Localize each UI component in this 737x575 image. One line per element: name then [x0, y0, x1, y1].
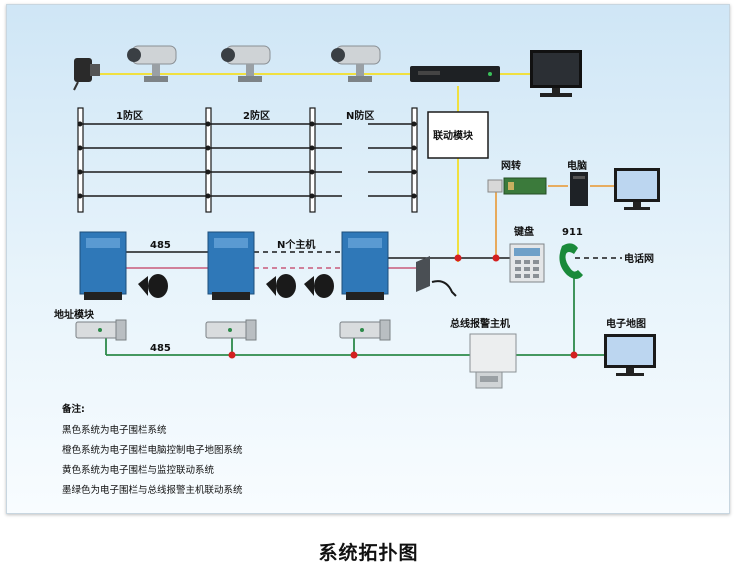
gateway-icon	[487, 177, 547, 195]
siren-1-icon	[138, 274, 168, 298]
camera-3-icon	[331, 45, 381, 82]
fence-dots	[77, 121, 417, 199]
emap-label: 电子地图	[606, 317, 646, 330]
note-line-4: 墨绿色为电子围栏与总线报警主机联动系统	[62, 484, 243, 496]
phone-network-label: 电话网	[624, 252, 654, 265]
phone-icon	[559, 243, 583, 279]
bus-485-bottom-label: 485	[150, 343, 171, 354]
address-module-label: 地址模块	[54, 308, 95, 321]
zone-n-label: N防区	[346, 109, 374, 122]
linkage-module	[427, 111, 489, 159]
topology-diagram: 1防区 2防区 N防区 联动模块 网转 电脑 键盘 911 电话网 485 N个…	[54, 45, 660, 496]
keyboard-label: 键盘	[513, 225, 534, 238]
emap-monitor-bottom-icon	[604, 334, 656, 376]
note-line-3: 黄色系统为电子围栏与监控联动系统	[62, 464, 215, 476]
keypad-icon	[509, 243, 545, 283]
emergency-label: 911	[562, 227, 583, 238]
connection-nodes	[228, 254, 578, 359]
n-hosts-label: N个主机	[277, 238, 315, 251]
address-module-2-icon	[205, 319, 257, 341]
linkage-module-label: 联动模块	[433, 129, 474, 142]
diagram-caption: 系统拓扑图	[318, 542, 419, 564]
orange-lines	[495, 185, 614, 258]
host-2-icon	[207, 231, 255, 300]
siren-2-icon	[266, 274, 296, 298]
computer-label: 电脑	[567, 159, 587, 172]
fence-lines	[80, 123, 414, 197]
emap-panel-icon	[416, 256, 457, 297]
power-adapter-icon	[73, 58, 100, 91]
gateway-label: 网转	[501, 159, 521, 172]
zone-1-label: 1防区	[116, 109, 143, 122]
emap-monitor-top-icon	[614, 168, 660, 210]
zone-2-label: 2防区	[243, 109, 270, 122]
camera-2-icon	[221, 45, 271, 82]
address-module-3-icon	[339, 319, 391, 341]
host-3-icon	[341, 231, 389, 300]
camera-1-icon	[127, 45, 177, 82]
dvr-icon	[410, 66, 500, 82]
address-module-1-icon	[75, 319, 127, 341]
host-1-icon	[79, 231, 127, 300]
note-line-1: 黑色系统为电子围栏系统	[62, 424, 167, 436]
monitor-icon	[530, 50, 582, 97]
bus-485-top-label: 485	[150, 240, 171, 251]
siren-3-icon	[304, 274, 334, 298]
computer-tower-icon	[570, 172, 588, 206]
bus-alarm-host-label: 总线报警主机	[450, 317, 510, 330]
note-line-2: 橙色系统为电子围栏电脑控制电子地图系统	[62, 444, 243, 456]
bus-alarm-host-icon	[469, 333, 517, 389]
notes-title: 备注:	[61, 403, 85, 415]
fence-posts	[77, 107, 418, 213]
